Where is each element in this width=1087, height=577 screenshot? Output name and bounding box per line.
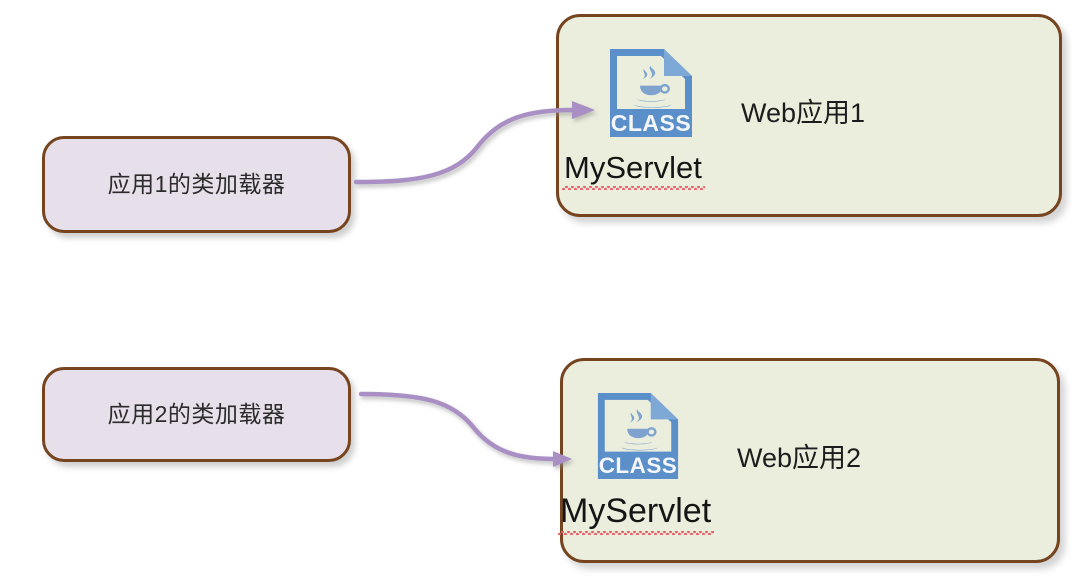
classloader-label-1: 应用1的类加载器: [107, 171, 286, 197]
java-class-file-icon-1: CLASS: [610, 49, 692, 137]
classloader-label-2: 应用2的类加载器: [107, 401, 286, 427]
servlet-name-text-1: MyServlet: [562, 150, 705, 190]
connector-arrow-2: [358, 391, 572, 467]
webapp-title-1: Web应用1: [741, 98, 866, 128]
class-icon-caption-1: CLASS: [611, 110, 691, 136]
classloader-box-2[interactable]: 应用2的类加载器: [42, 367, 351, 462]
servlet-name-1: MyServlet: [562, 150, 705, 190]
class-icon-caption-2: CLASS: [599, 453, 678, 478]
java-class-file-icon-2: CLASS: [597, 392, 679, 480]
webapp-title-2: Web应用2: [737, 443, 862, 473]
servlet-name-2: MyServlet: [557, 492, 715, 535]
servlet-name-text-2: MyServlet: [557, 492, 715, 535]
classloader-box-1[interactable]: 应用1的类加载器: [42, 136, 351, 233]
